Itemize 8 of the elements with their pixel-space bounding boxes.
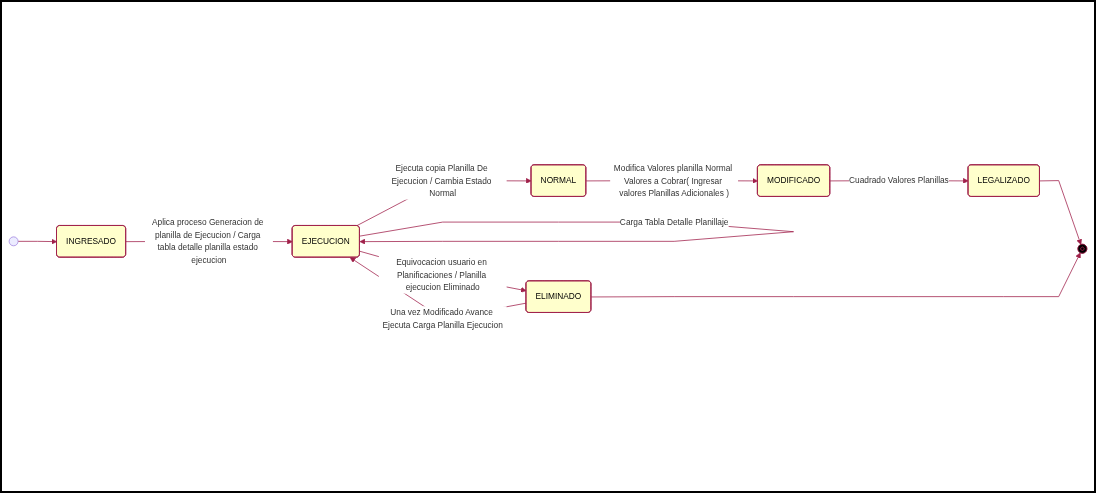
node-circle xyxy=(8,236,19,247)
edge-label: Equivocacion usuario en Planificaciones / Planilla ejecucion Eliminado xyxy=(396,257,487,292)
edge-label: Aplica proceso Generacion de planilla de Ejecucion / Carga tabla detalle planilla estado ejecucion xyxy=(151,217,264,265)
edge-label: Cuadrado Valores Planillas xyxy=(849,175,949,186)
edge-label: Una vez Modificado Avance Ejecuta Carga Planilla Ejecucion xyxy=(382,307,503,330)
edge-label: Ejecuta copia Planilla De Ejecucion / Cambia Estado Normal xyxy=(391,163,492,198)
edge-label: Modifica Valores planilla Normal Valores a Cobrar( Ingresar valores Planillas Adicionales ) xyxy=(613,163,733,198)
edge-label: Carga Tabla Detalle Planillaje xyxy=(619,217,729,227)
